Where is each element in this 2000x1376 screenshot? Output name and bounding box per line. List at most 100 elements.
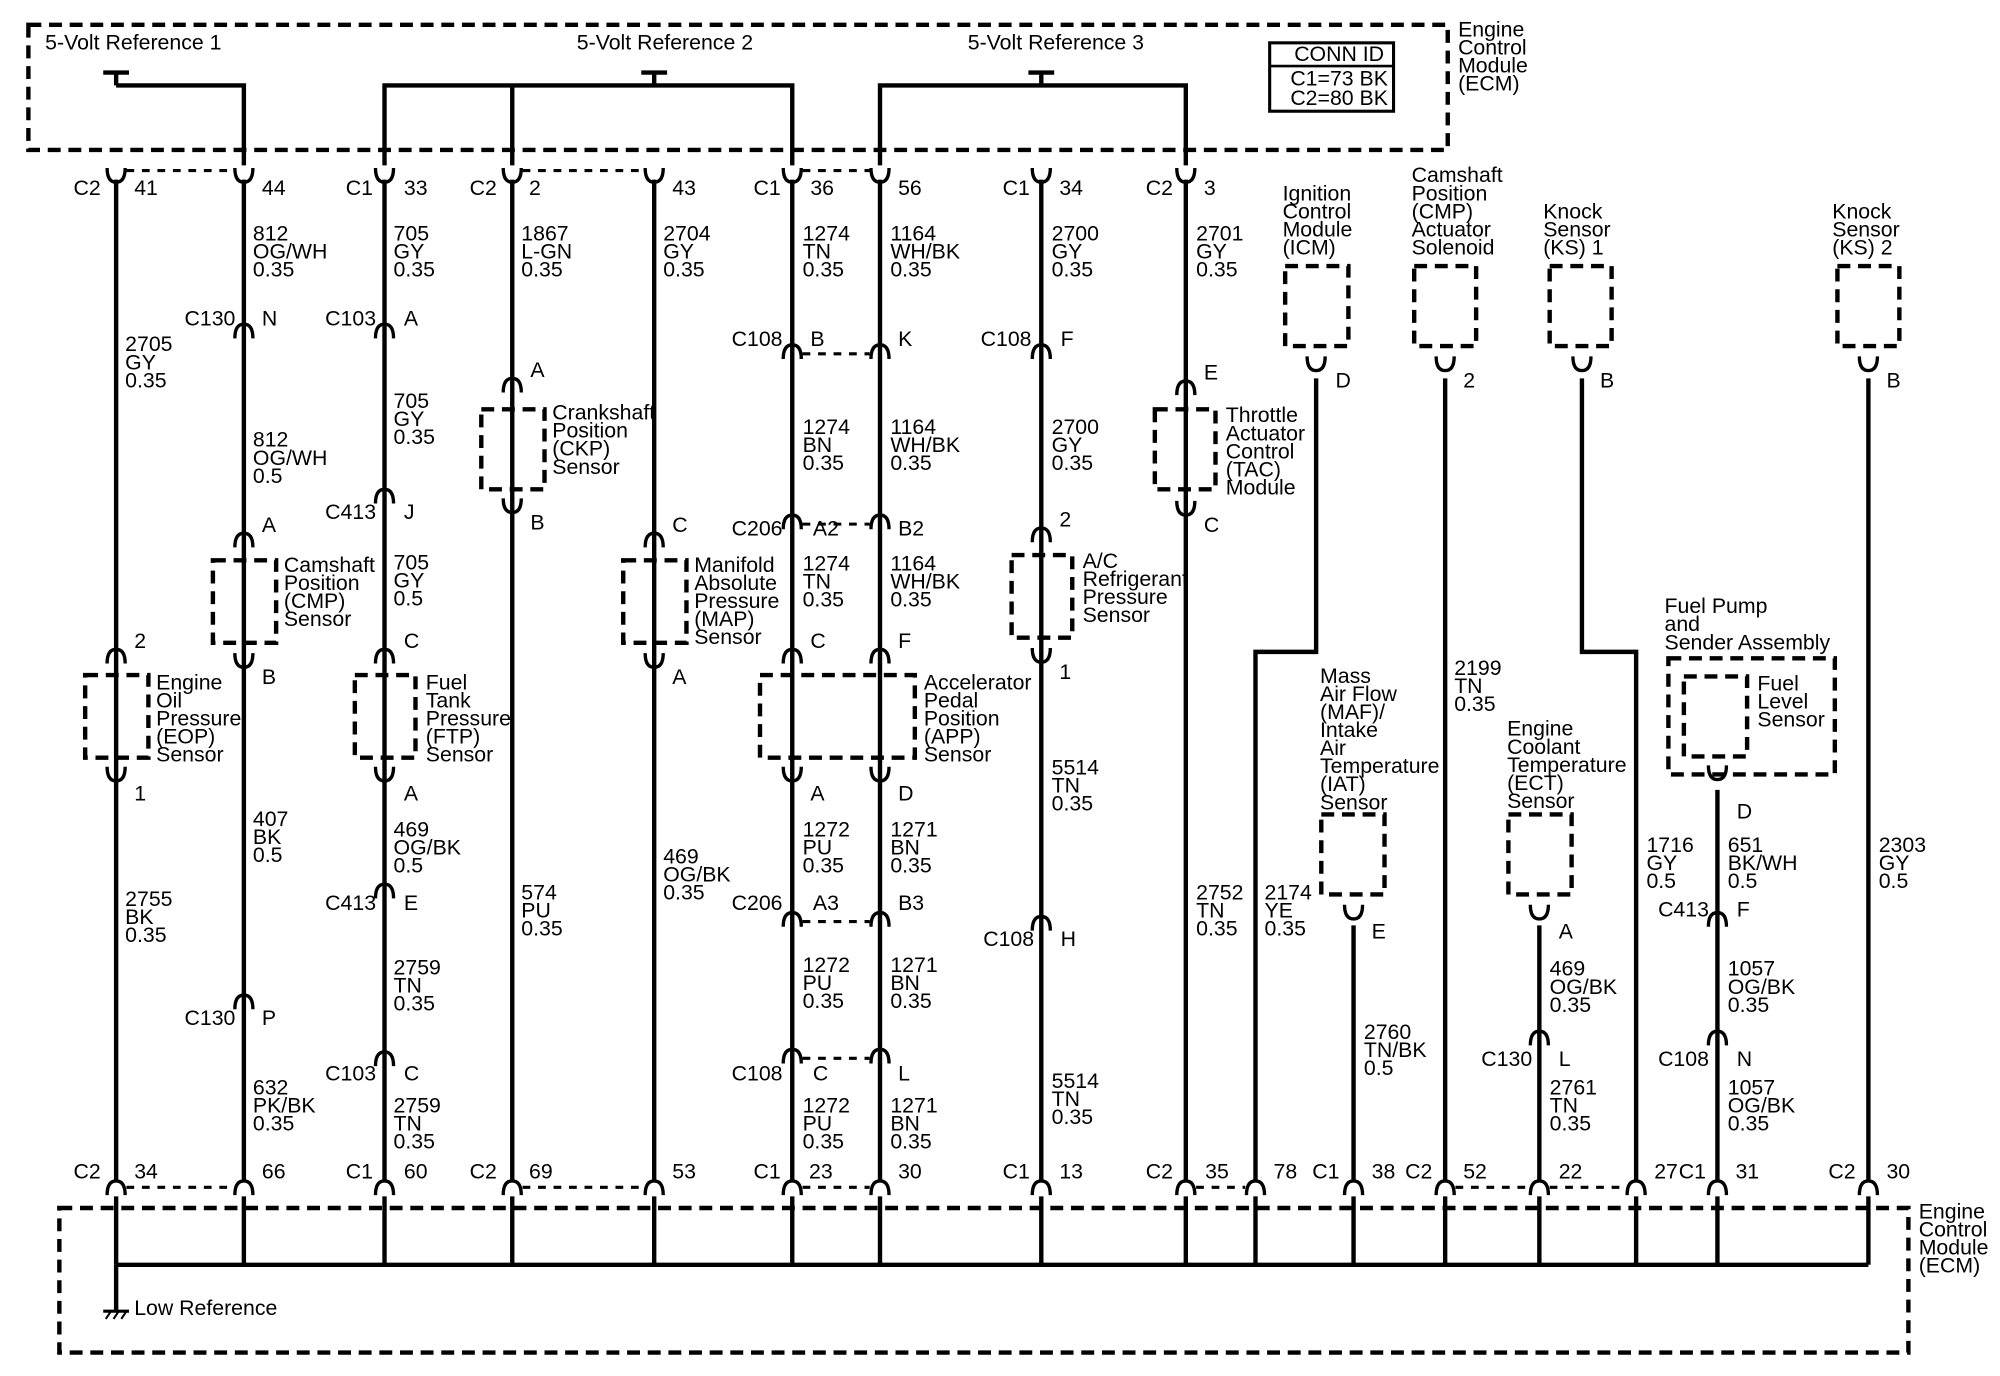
- svg-text:0.35: 0.35: [803, 451, 844, 475]
- svg-text:2303: 2303: [1879, 833, 1926, 857]
- svg-text:N: N: [1737, 1047, 1752, 1071]
- svg-text:BN: BN: [890, 971, 920, 995]
- svg-text:0.35: 0.35: [663, 881, 704, 905]
- svg-text:B: B: [1600, 368, 1614, 392]
- svg-text:(KS) 2: (KS) 2: [1832, 235, 1892, 259]
- ecm-top-label: Engine Control Module (ECM): [1458, 17, 1528, 95]
- svg-text:1271: 1271: [890, 953, 937, 977]
- terminal-cup: [1305, 356, 1327, 373]
- svg-text:B: B: [530, 510, 544, 534]
- svg-text:(ECM): (ECM): [1458, 72, 1519, 96]
- terminal-cup: [781, 766, 803, 783]
- terminal-cup: [781, 910, 803, 927]
- svg-text:2759: 2759: [394, 1094, 441, 1118]
- svg-text:C130: C130: [185, 1006, 236, 1030]
- svg-text:2760: 2760: [1364, 1020, 1411, 1044]
- terminal-cup: [373, 647, 396, 664]
- svg-text:(IAT): (IAT): [1320, 772, 1366, 796]
- reference-buses: [103, 70, 1188, 166]
- svg-text:574: 574: [521, 881, 557, 905]
- svg-text:Sensor: Sensor: [156, 743, 223, 767]
- terminal-cup: [233, 531, 255, 548]
- svg-text:(CMP): (CMP): [1412, 199, 1473, 223]
- terminal-cups: [105, 167, 1880, 1196]
- terminal-cup: [643, 167, 665, 184]
- terminal-cup: [781, 647, 803, 664]
- terminal-cup: [105, 647, 127, 664]
- svg-text:0.5: 0.5: [253, 843, 283, 867]
- terminal-cup: [1030, 1179, 1052, 1196]
- svg-text:B: B: [810, 327, 824, 351]
- svg-text:2: 2: [1463, 368, 1475, 392]
- terminal-cup: [1342, 904, 1365, 921]
- terminal-cup: [501, 167, 523, 184]
- svg-text:34: 34: [1059, 176, 1083, 200]
- ckp-sensor-label: Crankshaft Position (CKP) Sensor: [552, 401, 655, 479]
- terminal-cup: [373, 1179, 396, 1196]
- svg-text:0.35: 0.35: [125, 368, 166, 392]
- svg-text:Pressure: Pressure: [694, 589, 779, 613]
- svg-text:PU: PU: [803, 971, 833, 995]
- svg-text:BN: BN: [890, 1112, 920, 1136]
- svg-text:Crankshaft: Crankshaft: [552, 401, 655, 425]
- terminal-cup: [1528, 904, 1551, 921]
- svg-text:812: 812: [253, 221, 289, 245]
- svg-text:TN: TN: [803, 239, 831, 263]
- svg-text:D: D: [1737, 799, 1752, 823]
- svg-text:OG/BK: OG/BK: [1550, 975, 1617, 999]
- svg-text:0.35: 0.35: [394, 1130, 435, 1154]
- svg-text:0.35: 0.35: [394, 257, 435, 281]
- svg-text:0.5: 0.5: [1879, 869, 1909, 893]
- terminal-cup: [781, 1047, 803, 1064]
- svg-text:0.35: 0.35: [803, 854, 844, 878]
- terminal-cup: [1175, 167, 1197, 184]
- svg-text:Control: Control: [1458, 35, 1527, 59]
- svg-text:Position: Position: [284, 571, 360, 595]
- svg-text:B: B: [262, 665, 276, 689]
- svg-text:469: 469: [663, 844, 699, 868]
- ref2-title: 5-Volt Reference 2: [577, 30, 753, 54]
- svg-text:2759: 2759: [394, 955, 441, 979]
- terminal-cup: [1434, 356, 1456, 373]
- svg-text:Absolute: Absolute: [694, 571, 777, 595]
- svg-text:Actuator: Actuator: [1412, 217, 1491, 241]
- svg-text:Air: Air: [1320, 736, 1346, 760]
- svg-text:C1: C1: [1003, 176, 1030, 200]
- terminal-cup: [1030, 167, 1052, 184]
- svg-text:705: 705: [394, 550, 430, 574]
- svg-text:632: 632: [253, 1075, 289, 1099]
- svg-text:GY: GY: [394, 568, 425, 592]
- svg-text:0.5: 0.5: [394, 586, 424, 610]
- svg-text:C: C: [813, 1061, 828, 1085]
- svg-text:A: A: [404, 781, 419, 805]
- svg-text:(MAF)/: (MAF)/: [1320, 700, 1385, 724]
- svg-text:52: 52: [1463, 1159, 1487, 1183]
- svg-text:(TAC): (TAC): [1226, 457, 1281, 481]
- svg-text:Coolant: Coolant: [1507, 735, 1580, 759]
- terminal-cup: [233, 167, 255, 184]
- ref3-title: 5-Volt Reference 3: [968, 30, 1144, 54]
- svg-text:Pedal: Pedal: [924, 688, 978, 712]
- terminal-cup: [501, 1179, 523, 1196]
- svg-text:(APP): (APP): [924, 724, 981, 748]
- ect-sensor-label: Engine Coolant Temperature (ECT) Sensor: [1507, 717, 1626, 813]
- svg-text:TN: TN: [1550, 1094, 1578, 1118]
- svg-text:D: D: [898, 781, 913, 805]
- svg-text:2174: 2174: [1265, 881, 1313, 905]
- fuel-level-sensor-label: Fuel Level Sensor: [1757, 672, 1824, 732]
- terminal-cup: [373, 882, 396, 899]
- svg-text:Actuator: Actuator: [1226, 421, 1305, 445]
- terminal-cup: [501, 498, 523, 515]
- svg-text:GY: GY: [125, 350, 156, 374]
- svg-text:0.35: 0.35: [1265, 917, 1306, 941]
- svg-text:705: 705: [394, 389, 430, 413]
- svg-text:C2: C2: [1828, 1159, 1855, 1183]
- svg-text:2701: 2701: [1196, 221, 1243, 245]
- svg-text:Sender Assembly: Sender Assembly: [1665, 630, 1831, 654]
- svg-text:YE: YE: [1265, 899, 1293, 923]
- svg-text:F: F: [898, 629, 911, 653]
- svg-text:(FTP): (FTP): [426, 724, 480, 748]
- terminal-cup: [233, 1179, 255, 1196]
- svg-text:Throttle: Throttle: [1226, 403, 1298, 427]
